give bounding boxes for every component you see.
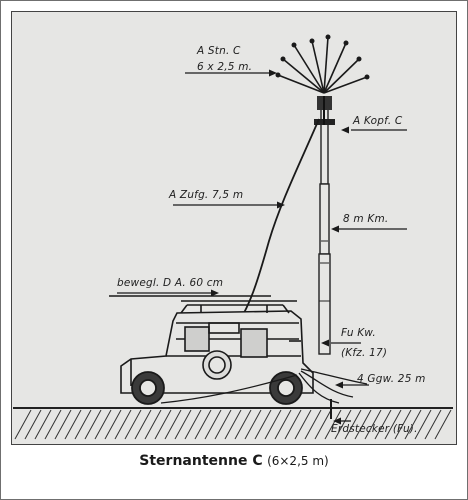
label-vehicle-code: (Kfz. 17) [341,347,388,359]
label-feed-line: A Zufg. 7,5 m [169,189,244,201]
label-antenna-dimensions: 6 x 2,5 m. [197,61,253,73]
callout-arrows [117,69,407,425]
counterpoise-wires [160,368,368,404]
caption-dimensions: (6×2,5 m) [267,454,329,468]
label-counterpoise: 4 Ggw. 25 m [357,373,426,385]
figure-caption: Sternantenne C (6×2,5 m) [1,453,467,469]
caption-title: Sternantenne C [139,453,263,469]
label-movable-antenna: bewegl. D A. 60 cm [117,277,224,289]
antenna-head [314,96,335,125]
radio-vehicle [120,304,314,394]
label-ground-plug: Erdstecker (Fu). [331,423,418,435]
vehicle-wheels [131,371,303,405]
label-star-antenna: A Stn. C [197,45,241,57]
movable-rod-antenna [109,295,297,302]
feed-line [232,118,320,332]
label-antenna-head: A Kopf. C [353,115,403,127]
label-mast: 8 m Km. [343,213,389,225]
ground [13,407,453,440]
telescopic-mast [318,108,331,355]
star-antenna-elements [275,34,370,94]
label-radio-car: Fu Kw. [341,327,376,339]
